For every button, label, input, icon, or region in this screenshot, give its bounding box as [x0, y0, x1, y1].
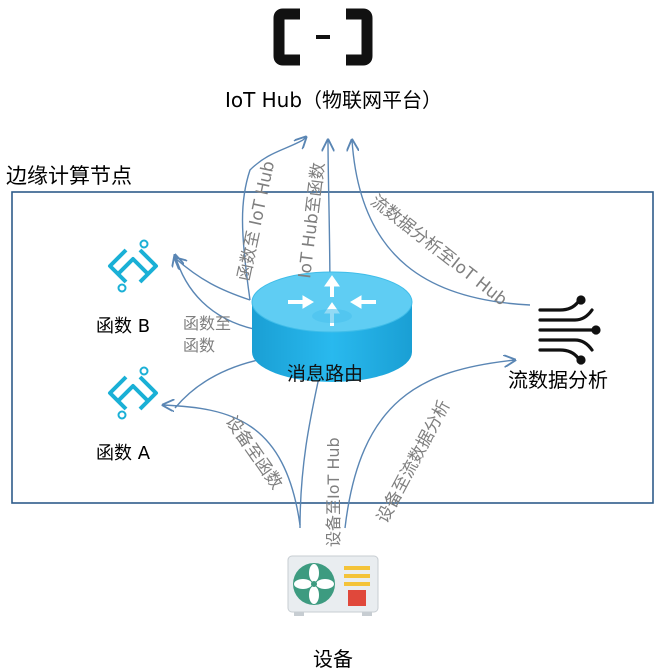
air-conditioner-icon: [287, 555, 379, 616]
line-function-a-branch: [174, 359, 259, 409]
line-functions-to-hub: [241, 139, 304, 301]
stream-analytics-icon: [538, 295, 601, 365]
flow-label-func-to-func-line2: 函数: [183, 336, 216, 355]
stream-analytics-label: 流数据分析: [508, 368, 608, 392]
flow-label-func-to-func-line1: 函数至: [183, 314, 232, 333]
function-hex-icon: [108, 239, 158, 293]
function-a-label: 函数 A: [96, 443, 151, 464]
cloud-bracket-logo-icon: [273, 8, 373, 66]
hub-title: IoT Hub（物联网平台）: [224, 88, 443, 112]
router-icon: [251, 271, 413, 382]
line-function-b-in: [175, 258, 251, 301]
function-b-label: 函数 B: [96, 316, 151, 337]
flow-label-func-to-func: 函数至 函数: [183, 313, 231, 357]
edge-node-label: 边缘计算节点: [6, 164, 132, 188]
device-label: 设备: [313, 647, 353, 671]
line-device-to-stream: [344, 360, 515, 529]
router-label: 消息路由: [287, 363, 364, 385]
edge-node-frame: [11, 191, 654, 504]
line-device-to-function-a: [163, 405, 301, 526]
function-hex-icon: [108, 366, 158, 420]
flow-label-device-to-hub: 设备至IoT Hub: [324, 437, 343, 547]
line-stream-to-hub: [352, 140, 531, 306]
